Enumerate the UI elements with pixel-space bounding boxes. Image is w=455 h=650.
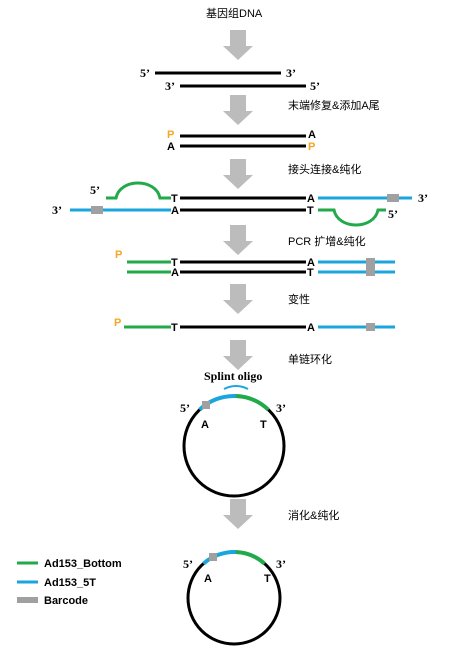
stage-denature: P T A: [114, 317, 395, 334]
label-3prime: 3’: [276, 557, 286, 571]
stage-pcr: P T A A T: [115, 249, 395, 279]
step-label-circularize: 单链环化: [288, 352, 332, 366]
label-5prime: 5’: [310, 79, 320, 93]
bottom-adapter-arc: [235, 550, 266, 566]
legend-label-5t: Ad153_5T: [44, 577, 96, 589]
top-adapter-arc: [202, 549, 237, 566]
phosphate-label: P: [114, 317, 121, 329]
base-a-label: A: [167, 141, 175, 153]
base-a-label: A: [308, 129, 316, 141]
base-t-label: T: [307, 205, 314, 217]
flow-arrow-5: [223, 284, 253, 314]
label-5prime: 5’: [183, 557, 193, 571]
flow-arrow-3: [223, 159, 253, 189]
flow-arrow-7: [223, 499, 253, 529]
flow-arrow-2: [223, 95, 253, 125]
step-label-genomic-dna: 基因组DNA: [206, 6, 263, 20]
circular-ssdna: [186, 550, 282, 646]
legend-label-barcode: Barcode: [44, 595, 88, 607]
top-adapter-arc: [198, 393, 237, 412]
stage-end-repair: P A A P: [167, 129, 316, 153]
base-a-label: A: [171, 267, 179, 279]
label-3prime: 3’: [276, 401, 286, 415]
stage-digest: 5’ 3’ A T: [183, 549, 286, 646]
base-t-label: T: [171, 193, 178, 205]
flow-arrows: [223, 30, 253, 529]
step-label-digest: 消化&纯化: [288, 508, 339, 522]
barcode-block: [202, 401, 210, 409]
base-t-label: T: [171, 322, 178, 334]
base-a-label: A: [307, 322, 315, 334]
phosphate-label: P: [167, 129, 174, 141]
base-t-label: T: [260, 419, 267, 431]
barcode-block: [91, 206, 103, 214]
base-a-label: A: [307, 193, 315, 205]
stage-genomic-dna: 5’ 3’ 3’ 5’: [140, 66, 320, 93]
barcode-block: [209, 553, 217, 561]
flow-arrow-4: [223, 225, 253, 255]
base-t-label: T: [171, 257, 178, 269]
label-5prime: 5’: [388, 207, 398, 221]
flow-arrow-6: [223, 340, 253, 370]
label-3prime: 3’: [418, 191, 428, 205]
label-3prime: 3’: [286, 66, 296, 80]
barcode-block: [387, 194, 399, 202]
label-5prime: 5’: [180, 401, 190, 415]
step-label-denature: 变性: [288, 292, 310, 306]
barcode-block: [366, 323, 375, 331]
stage-adapter-ligation: 5’ 3’ 3’ 5’ T A A T: [52, 181, 428, 227]
phosphate-label: P: [115, 249, 122, 261]
label-5prime: 5’: [140, 66, 150, 80]
circular-ssdna: [182, 394, 286, 498]
legend-label-bottom: Ad153_Bottom: [44, 558, 122, 570]
label-3prime: 3’: [165, 79, 175, 93]
base-a-label: A: [171, 205, 179, 217]
bottom-adapter-loop: [106, 181, 171, 200]
flow-arrow-1: [223, 30, 253, 60]
splint-oligo: [223, 385, 249, 390]
step-label-end-repair: 末端修复&添加A尾: [288, 98, 380, 112]
legend: Ad153_Bottom Ad153_5T Barcode: [17, 558, 122, 607]
base-a-label: A: [307, 257, 315, 269]
bottom-adapter-loop: [318, 208, 386, 227]
label-3prime: 3’: [52, 203, 62, 217]
phosphate-label: P: [308, 141, 315, 153]
base-t-label: T: [264, 573, 271, 585]
base-a-label: A: [201, 419, 209, 431]
barcode-block: [366, 258, 375, 276]
base-a-label: A: [204, 573, 212, 585]
step-label-adapter-ligation: 接头连接&纯化: [288, 162, 361, 176]
stage-circularize: Splint oligo 5’ 3’ A T: [180, 369, 286, 498]
base-t-label: T: [307, 267, 314, 279]
bottom-adapter-arc: [235, 394, 270, 412]
step-label-pcr: PCR 扩增&纯化: [288, 234, 366, 248]
label-5prime: 5’: [90, 183, 100, 197]
splint-oligo-label: Splint oligo: [204, 369, 262, 383]
